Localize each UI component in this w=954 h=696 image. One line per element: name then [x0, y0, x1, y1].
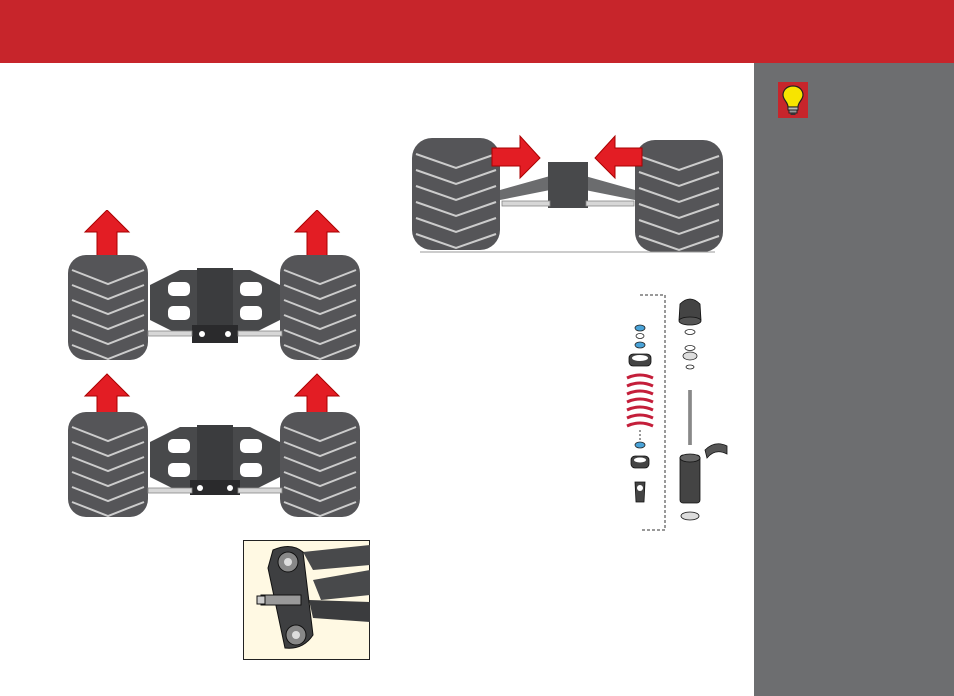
axle-inward-arrows-figure — [410, 128, 725, 255]
shock-exploded-view-figure — [615, 290, 740, 535]
arrow-up-icon — [295, 210, 339, 258]
tire-left — [68, 412, 148, 517]
arrow-left-icon — [595, 136, 642, 178]
tire-left — [412, 138, 500, 250]
header-band — [0, 0, 954, 63]
suspension-frame — [148, 425, 282, 495]
tire-right — [280, 412, 360, 517]
arrow-up-icon — [85, 210, 129, 258]
suspension-arm-detail-figure — [243, 540, 370, 660]
suspension-frame — [148, 268, 282, 343]
tire-right — [635, 140, 723, 252]
front-axle-up-arrows-figure — [60, 210, 370, 360]
tips-sidebar — [754, 63, 954, 696]
tire-left — [68, 255, 148, 360]
shock-body-column — [679, 299, 727, 520]
lightbulb-icon — [778, 82, 808, 118]
tire-right — [280, 255, 360, 360]
front-axle-up-arrows-alt-figure — [60, 370, 370, 520]
shock-spring-column — [627, 325, 653, 502]
